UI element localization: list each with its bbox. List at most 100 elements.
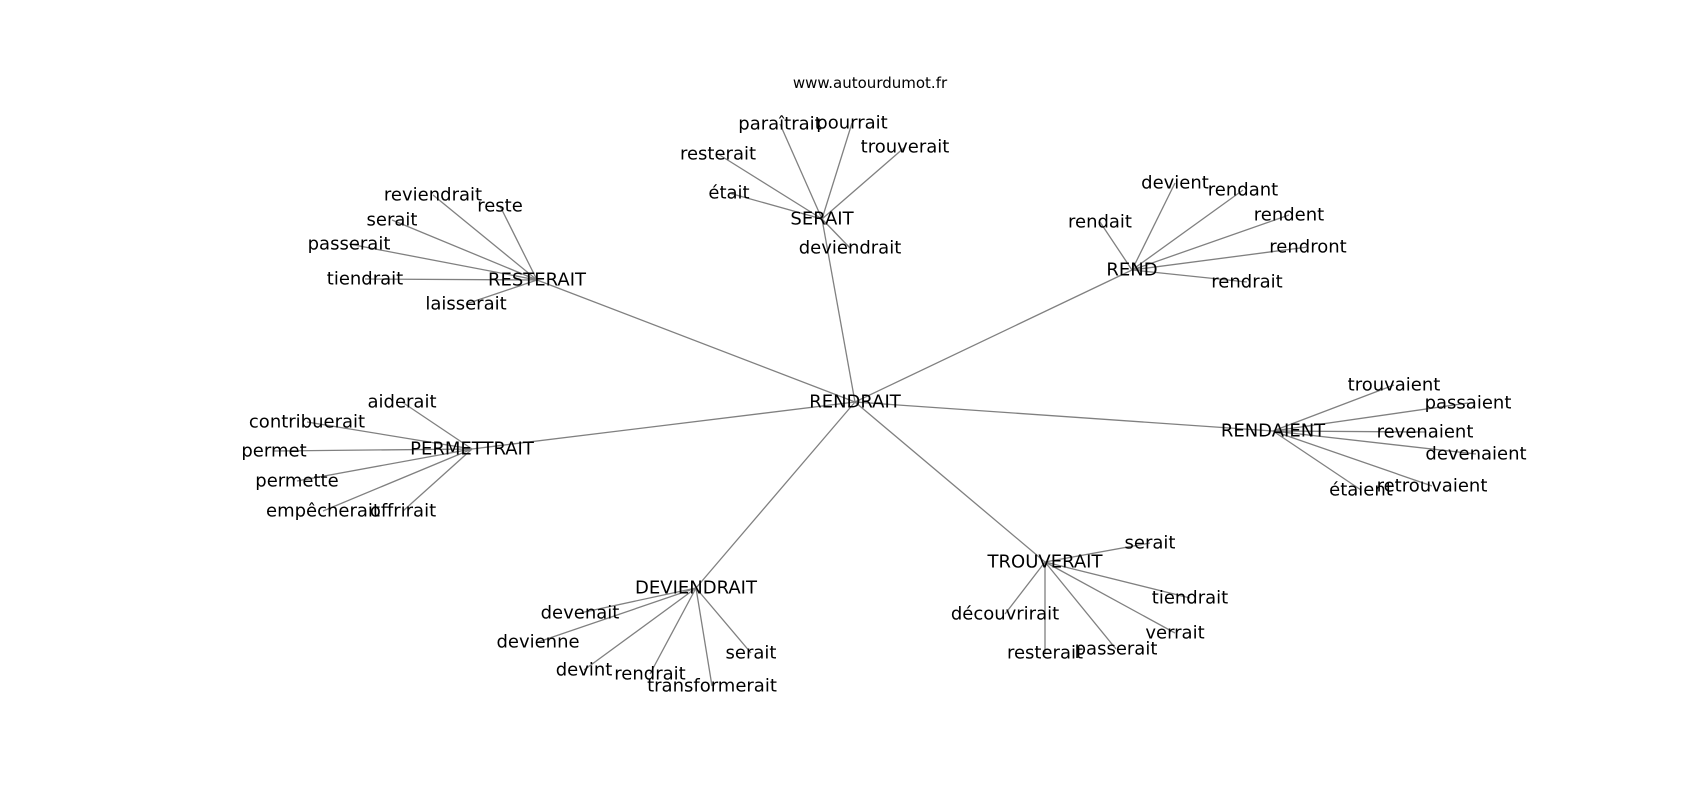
leaf-node-rendaient-devenaient[interactable]: devenaient [1425, 444, 1526, 465]
leaf-node-deviendrait-rendrait[interactable]: rendrait [614, 664, 685, 685]
hub-node-trouverait[interactable]: TROUVERAIT [987, 552, 1104, 573]
edge-trouverait-serait [1044, 542, 1151, 563]
leaf-node-rendaient-retrouvaient[interactable]: retrouvaient [1377, 476, 1488, 497]
leaf-node-rendaient-etaient[interactable]: étaient [1329, 480, 1393, 501]
leaf-node-rend-rendrait[interactable]: rendrait [1211, 272, 1282, 293]
edge-resterait-tiendrait [364, 278, 538, 281]
hub-node-resterait[interactable]: RESTERAIT [488, 270, 587, 291]
leaf-node-permettrait-empecherait[interactable]: empêcherait [266, 501, 380, 522]
edge-center-deviendrait [695, 401, 856, 589]
leaf-node-rendaient-revenaient[interactable]: revenaient [1377, 422, 1474, 443]
leaf-node-deviendrait-devienne[interactable]: devienne [496, 632, 579, 653]
edge-rendaient-retrouvaient [1272, 430, 1433, 487]
hub-node-rendaient[interactable]: RENDAIENT [1221, 421, 1326, 442]
leaf-node-deviendrait-devint[interactable]: devint [556, 660, 613, 681]
graph-labels: SERAITparaîtraitpourraittrouveraitrester… [241, 113, 1526, 697]
edge-deviendrait-devenait [579, 587, 697, 614]
leaf-node-deviendrait-transformerait[interactable]: transformerait [647, 676, 777, 697]
edge-center-trouverait [854, 401, 1046, 563]
edge-permettrait-aiderait [401, 401, 473, 450]
leaf-node-resterait-serait[interactable]: serait [367, 210, 418, 231]
leaf-node-trouverait-tiendrait[interactable]: tiendrait [1152, 588, 1228, 609]
leaf-node-permettrait-permette[interactable]: permette [255, 471, 338, 492]
leaf-node-serait-pourrait[interactable]: pourrait [816, 113, 887, 134]
edge-resterait-serait [391, 219, 538, 281]
leaf-node-serait-deviendrait[interactable]: deviendrait [799, 238, 902, 259]
edge-center-serait [821, 218, 856, 403]
edge-rendaient-etaient [1272, 430, 1362, 491]
leaf-node-rendaient-passaient[interactable]: passaient [1425, 393, 1512, 414]
graph-edges [273, 122, 1477, 687]
edge-deviendrait-serait [695, 587, 752, 654]
edge-serait-paraitrait [779, 123, 823, 220]
edge-deviendrait-transformerait [695, 587, 713, 687]
leaf-node-permettrait-permet[interactable]: permet [241, 441, 306, 462]
leaf-node-serait-paraitrait[interactable]: paraîtrait [738, 114, 821, 135]
leaf-node-trouverait-passerait[interactable]: passerait [1075, 639, 1158, 660]
edge-rend-rendront [1131, 246, 1309, 271]
leaf-node-rend-devient[interactable]: devient [1141, 173, 1209, 194]
edge-center-rendaient [854, 401, 1274, 432]
edge-resterait-reviendrait [432, 194, 538, 281]
edge-resterait-passerait [348, 243, 538, 281]
center-node-rendrait[interactable]: RENDRAIT [809, 392, 902, 413]
leaf-node-resterait-tiendrait[interactable]: tiendrait [327, 269, 403, 290]
edge-serait-deviendrait [821, 218, 851, 249]
edge-serait-etait [728, 192, 823, 220]
edge-trouverait-tiendrait [1044, 561, 1191, 599]
edge-rendaient-passaient [1272, 402, 1469, 432]
hub-node-serait[interactable]: SERAIT [790, 209, 854, 230]
leaf-node-deviendrait-devenait[interactable]: devenait [541, 603, 620, 624]
leaf-node-permettrait-contribuerait[interactable]: contribuerait [249, 412, 365, 433]
leaf-node-permettrait-aiderait[interactable]: aiderait [367, 392, 436, 413]
edge-center-permettrait [471, 401, 856, 450]
edge-resterait-laisserait [465, 279, 538, 305]
leaf-node-serait-resterait[interactable]: resterait [680, 144, 756, 165]
edge-rend-devient [1131, 182, 1176, 271]
edge-resterait-reste [499, 205, 538, 281]
hub-node-rend[interactable]: REND [1106, 260, 1157, 281]
leaf-node-trouverait-serait[interactable]: serait [1125, 533, 1176, 554]
edge-permettrait-permet [273, 448, 473, 452]
leaf-node-resterait-laisserait[interactable]: laisserait [425, 294, 506, 315]
edge-permettrait-offrirait [402, 448, 473, 512]
edge-center-rend [854, 269, 1133, 403]
leaf-node-rend-rendant[interactable]: rendant [1208, 180, 1278, 201]
edge-rend-rendant [1131, 189, 1244, 271]
leaf-node-resterait-passerait[interactable]: passerait [308, 234, 391, 255]
edge-permettrait-empecherait [322, 448, 473, 512]
leaf-node-trouverait-verrait[interactable]: verrait [1145, 623, 1204, 644]
edge-serait-pourrait [821, 122, 853, 220]
leaf-node-resterait-reste[interactable]: reste [477, 196, 523, 217]
edge-permettrait-contribuerait [306, 421, 473, 450]
hub-node-deviendrait[interactable]: DEVIENDRAIT [635, 578, 758, 599]
leaf-node-trouverait-decouvrirait[interactable]: découvrirait [951, 604, 1059, 625]
edge-trouverait-decouvrirait [1004, 561, 1046, 615]
edge-deviendrait-devienne [537, 587, 697, 643]
edge-rendaient-trouvaient [1272, 384, 1395, 432]
leaf-node-rend-rendront[interactable]: rendront [1269, 237, 1346, 258]
leaf-node-serait-etait[interactable]: était [708, 183, 749, 204]
edge-rendaient-devenaient [1272, 430, 1477, 455]
edge-rend-rendrait [1131, 269, 1248, 283]
leaf-node-permettrait-offrirait[interactable]: offrirait [370, 501, 436, 522]
leaf-node-rendaient-trouvaient[interactable]: trouvaient [1348, 375, 1441, 396]
edge-serait-resterait [717, 153, 823, 220]
edge-center-resterait [536, 279, 856, 403]
edge-trouverait-passerait [1044, 561, 1117, 650]
edge-rend-rendait [1099, 221, 1133, 271]
source-url[interactable]: www.autourdumot.fr [793, 74, 948, 92]
leaf-node-serait-trouverait[interactable]: trouverait [861, 137, 950, 158]
leaf-node-deviendrait-serait[interactable]: serait [726, 643, 777, 664]
leaf-node-rend-rendait[interactable]: rendait [1068, 212, 1132, 233]
edge-rend-rendent [1131, 214, 1290, 271]
edge-rendaient-revenaient [1272, 430, 1426, 433]
edge-deviendrait-rendrait [649, 587, 697, 675]
leaf-node-rend-rendent[interactable]: rendent [1254, 205, 1324, 226]
hub-node-permettrait[interactable]: PERMETTRAIT [410, 439, 535, 460]
leaf-node-trouverait-resterait[interactable]: resterait [1007, 643, 1083, 664]
leaf-node-resterait-reviendrait[interactable]: reviendrait [384, 185, 482, 206]
edge-trouverait-verrait [1044, 561, 1176, 634]
edge-permettrait-permette [296, 448, 473, 482]
